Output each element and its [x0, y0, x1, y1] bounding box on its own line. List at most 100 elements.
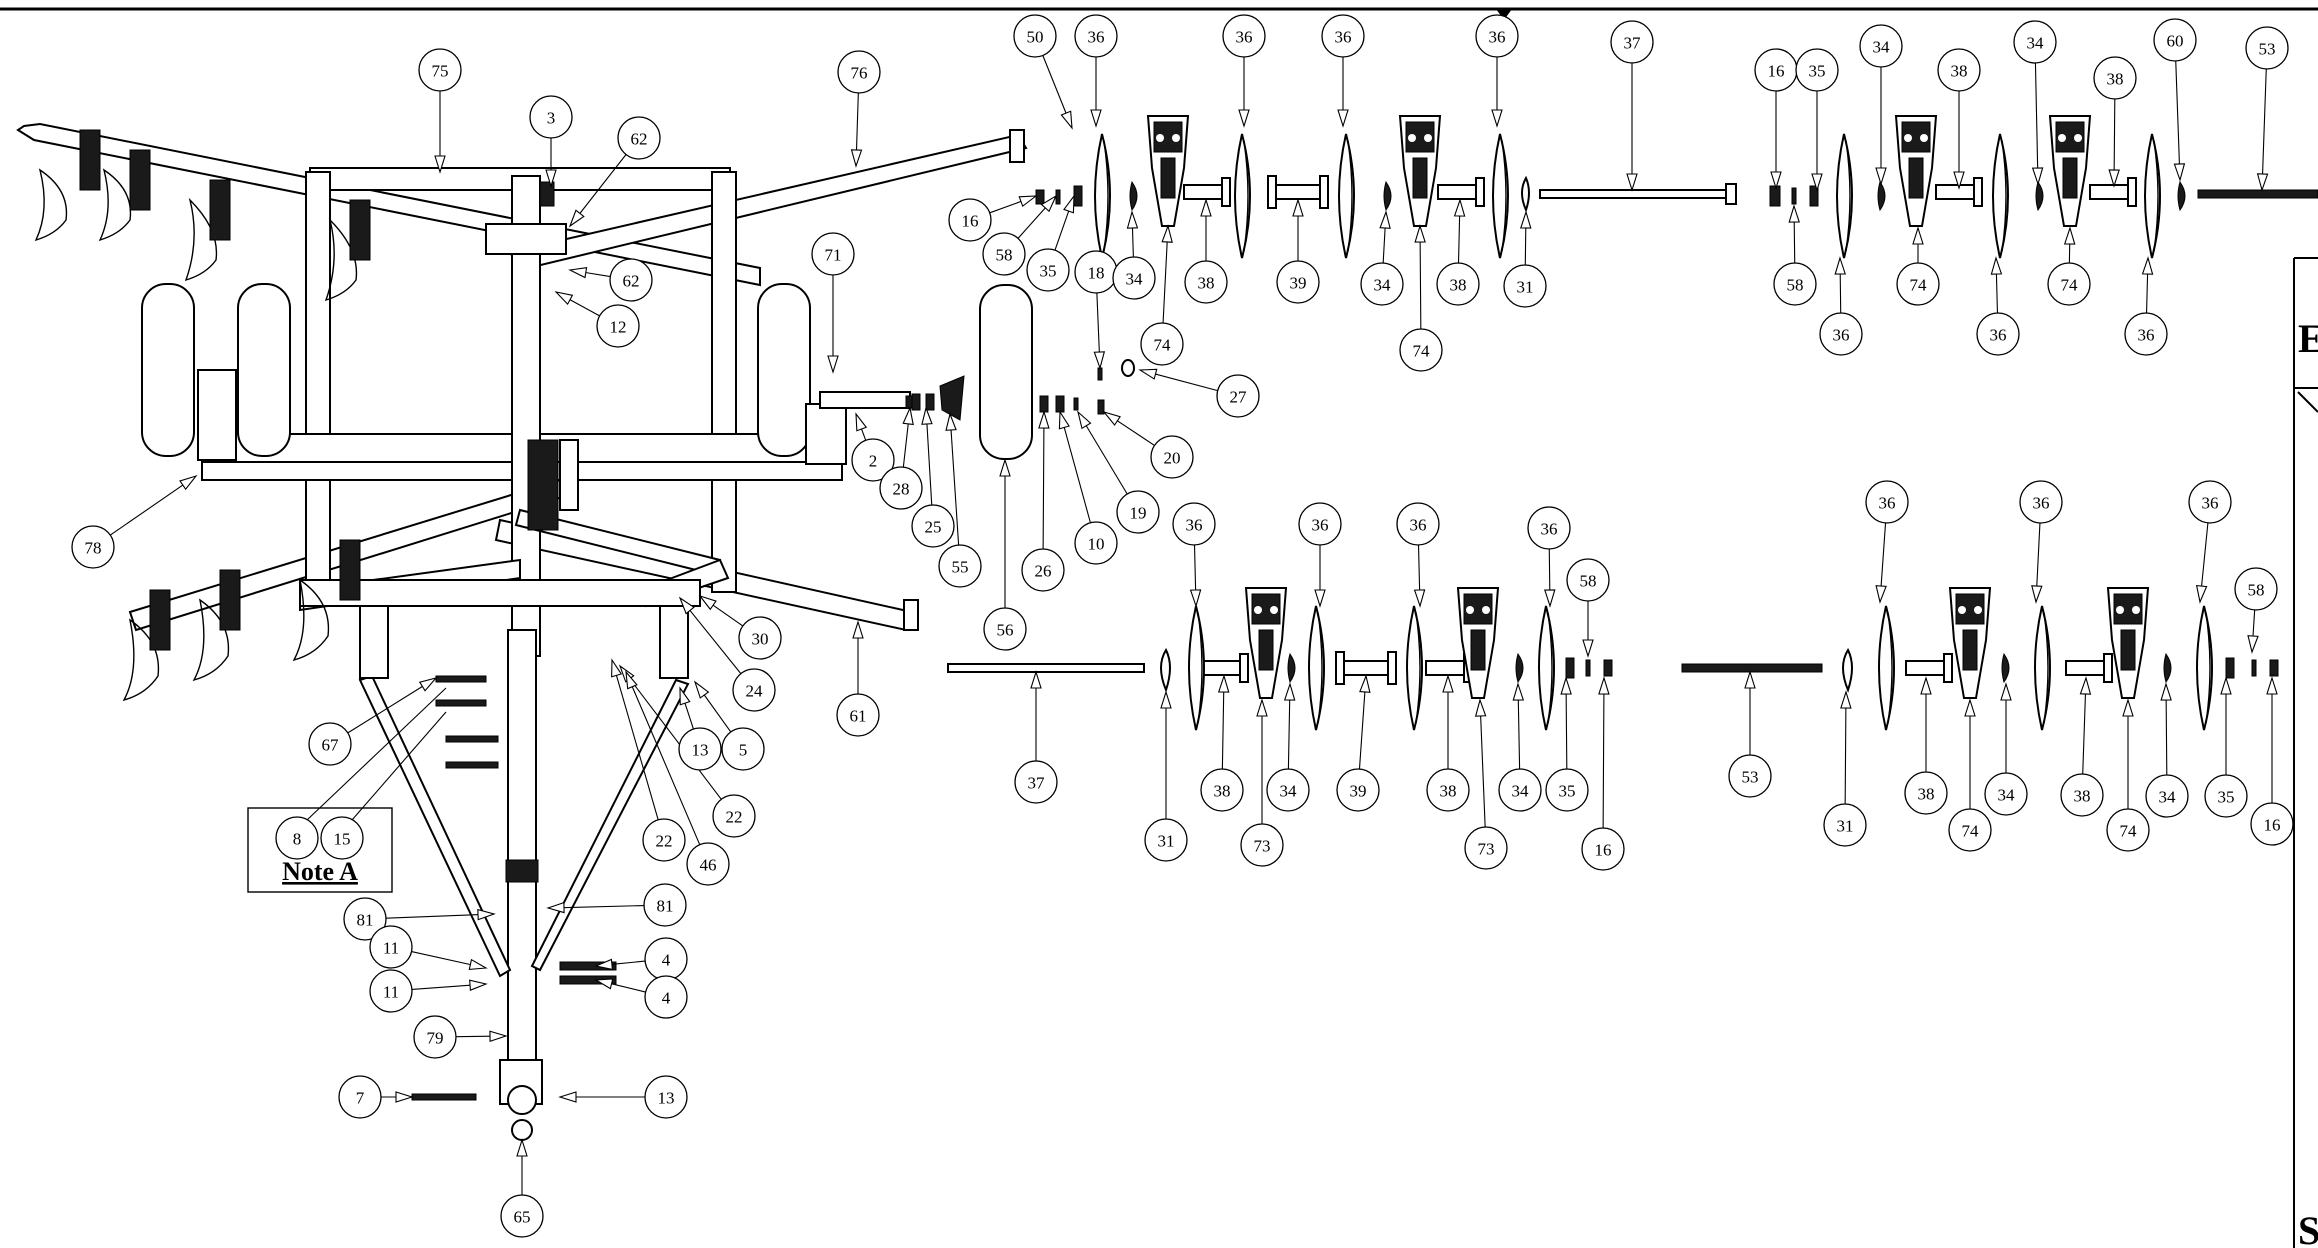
callout-circle — [1610, 20, 1654, 64]
callout-4: 4 — [644, 975, 688, 1019]
callout-circle — [2204, 774, 2248, 818]
leader-line-27 — [1153, 373, 1218, 392]
leader-line-34 — [1517, 697, 1521, 770]
callout-circle — [596, 304, 640, 348]
callout-number: 35 — [1040, 262, 1057, 281]
leader-arrow-26 — [1038, 410, 1050, 429]
leader-arrow-35 — [1063, 194, 1075, 214]
callout-30: 30 — [738, 616, 782, 660]
leader-arrow-53 — [2256, 173, 2269, 192]
callout-53: 53 — [2245, 26, 2289, 70]
leader-line-38 — [1457, 213, 1461, 264]
leader-line-81 — [385, 913, 481, 919]
leader-arrow-56 — [999, 458, 1011, 477]
leader-arrow-35 — [1560, 676, 1572, 695]
callout-circle — [1527, 506, 1571, 550]
leader-arrow-34 — [2000, 682, 2012, 701]
callout-18: 18 — [1074, 250, 1118, 294]
callout-11: 11 — [369, 969, 413, 1013]
callout-circle — [1464, 826, 1508, 870]
callout-number: 36 — [1990, 326, 2007, 345]
leader-line-19 — [1084, 423, 1128, 495]
callout-number: 65 — [514, 1208, 531, 1227]
callout-67: 67 — [308, 722, 352, 766]
gang-beam-76 — [508, 133, 1028, 272]
leader-line-4 — [609, 960, 646, 966]
leader-arrow-34 — [1379, 210, 1391, 229]
callout-38: 38 — [1436, 262, 1480, 306]
callout-circle — [948, 198, 992, 242]
callout-number: 37 — [1624, 34, 1642, 53]
leader-arrow-34 — [2160, 682, 2172, 701]
callout-number: 67 — [322, 736, 340, 755]
note-a-label: Note A — [282, 857, 358, 886]
callout-number: 24 — [746, 682, 764, 701]
callout-number: 3 — [547, 109, 556, 128]
callout-circle — [1976, 312, 2020, 356]
callout-circle — [1026, 248, 1070, 292]
leader-line-36 — [1417, 544, 1421, 593]
leader-arrow-74 — [1161, 224, 1173, 243]
callout-circle — [1503, 264, 1547, 308]
leader-arrow-36 — [1544, 589, 1556, 608]
callout-circle — [1074, 14, 1118, 58]
leader-line-36 — [1880, 522, 1887, 589]
callout-78: 78 — [71, 525, 115, 569]
callout-number: 60 — [2167, 32, 2184, 51]
leader-line-36 — [2036, 522, 2041, 589]
callout-81: 81 — [643, 883, 687, 927]
callout-number: 36 — [1335, 28, 1352, 47]
callout-3: 3 — [529, 95, 573, 139]
leader-arrow-36 — [1990, 256, 2003, 275]
callouts: 7536276621271278282555562610192018273024… — [71, 14, 2294, 1238]
leader-line-10 — [1063, 425, 1091, 523]
gang-row-2 — [947, 587, 2279, 731]
callout-number: 36 — [1489, 28, 1506, 47]
callout-circle — [1150, 435, 1194, 479]
callout-circle — [851, 438, 895, 482]
leader-arrow-38 — [1217, 674, 1230, 693]
leader-arrow-38 — [2108, 169, 2120, 188]
callout-31: 31 — [1503, 264, 1547, 308]
leader-line-62 — [583, 271, 611, 278]
callout-circle — [1426, 768, 1470, 812]
callout-number: 36 — [1312, 516, 1329, 535]
gang-bolt-53-lower — [1681, 663, 1823, 673]
callout-36: 36 — [1865, 480, 1909, 524]
callout-number: 38 — [1198, 274, 1215, 293]
callout-circle — [1360, 262, 1404, 306]
callout-circle — [529, 95, 573, 139]
callout-36: 36 — [1527, 506, 1571, 550]
callout-circle — [71, 525, 115, 569]
callout-circle — [678, 727, 722, 771]
callout-circle — [643, 883, 687, 927]
leader-arrow-10 — [1058, 410, 1070, 430]
leader-arrow-58 — [1582, 639, 1594, 658]
callout-74: 74 — [2047, 262, 2091, 306]
leader-arrow-74 — [1414, 224, 1426, 243]
leader-arrow-36 — [1413, 589, 1426, 608]
callout-38: 38 — [1937, 48, 1981, 92]
leader-line-74 — [1419, 239, 1422, 330]
leader-line-34 — [1287, 697, 1291, 770]
leader-line-53 — [2261, 68, 2267, 177]
leader-arrow-34 — [1126, 210, 1139, 229]
callout-circle — [1399, 328, 1443, 372]
callout-circle — [500, 1194, 544, 1238]
callout-34: 34 — [2145, 774, 2189, 818]
leader-line-5 — [702, 693, 732, 733]
callout-circle — [609, 258, 653, 302]
frame-disc-gangs — [34, 129, 371, 702]
callout-74: 74 — [2106, 808, 2150, 852]
callout-number: 36 — [1410, 516, 1427, 535]
frame-right-post — [711, 171, 737, 593]
leader-arrow-35 — [1811, 173, 1823, 192]
callout-circle — [1859, 24, 1903, 68]
right-table-fragment: E S — [2293, 257, 2318, 1248]
leader-line-36 — [1193, 544, 1197, 593]
leader-line-74 — [1162, 239, 1168, 324]
callout-number: 4 — [662, 989, 671, 1008]
callout-36: 36 — [1396, 502, 1440, 546]
callout-number: 38 — [1214, 782, 1231, 801]
